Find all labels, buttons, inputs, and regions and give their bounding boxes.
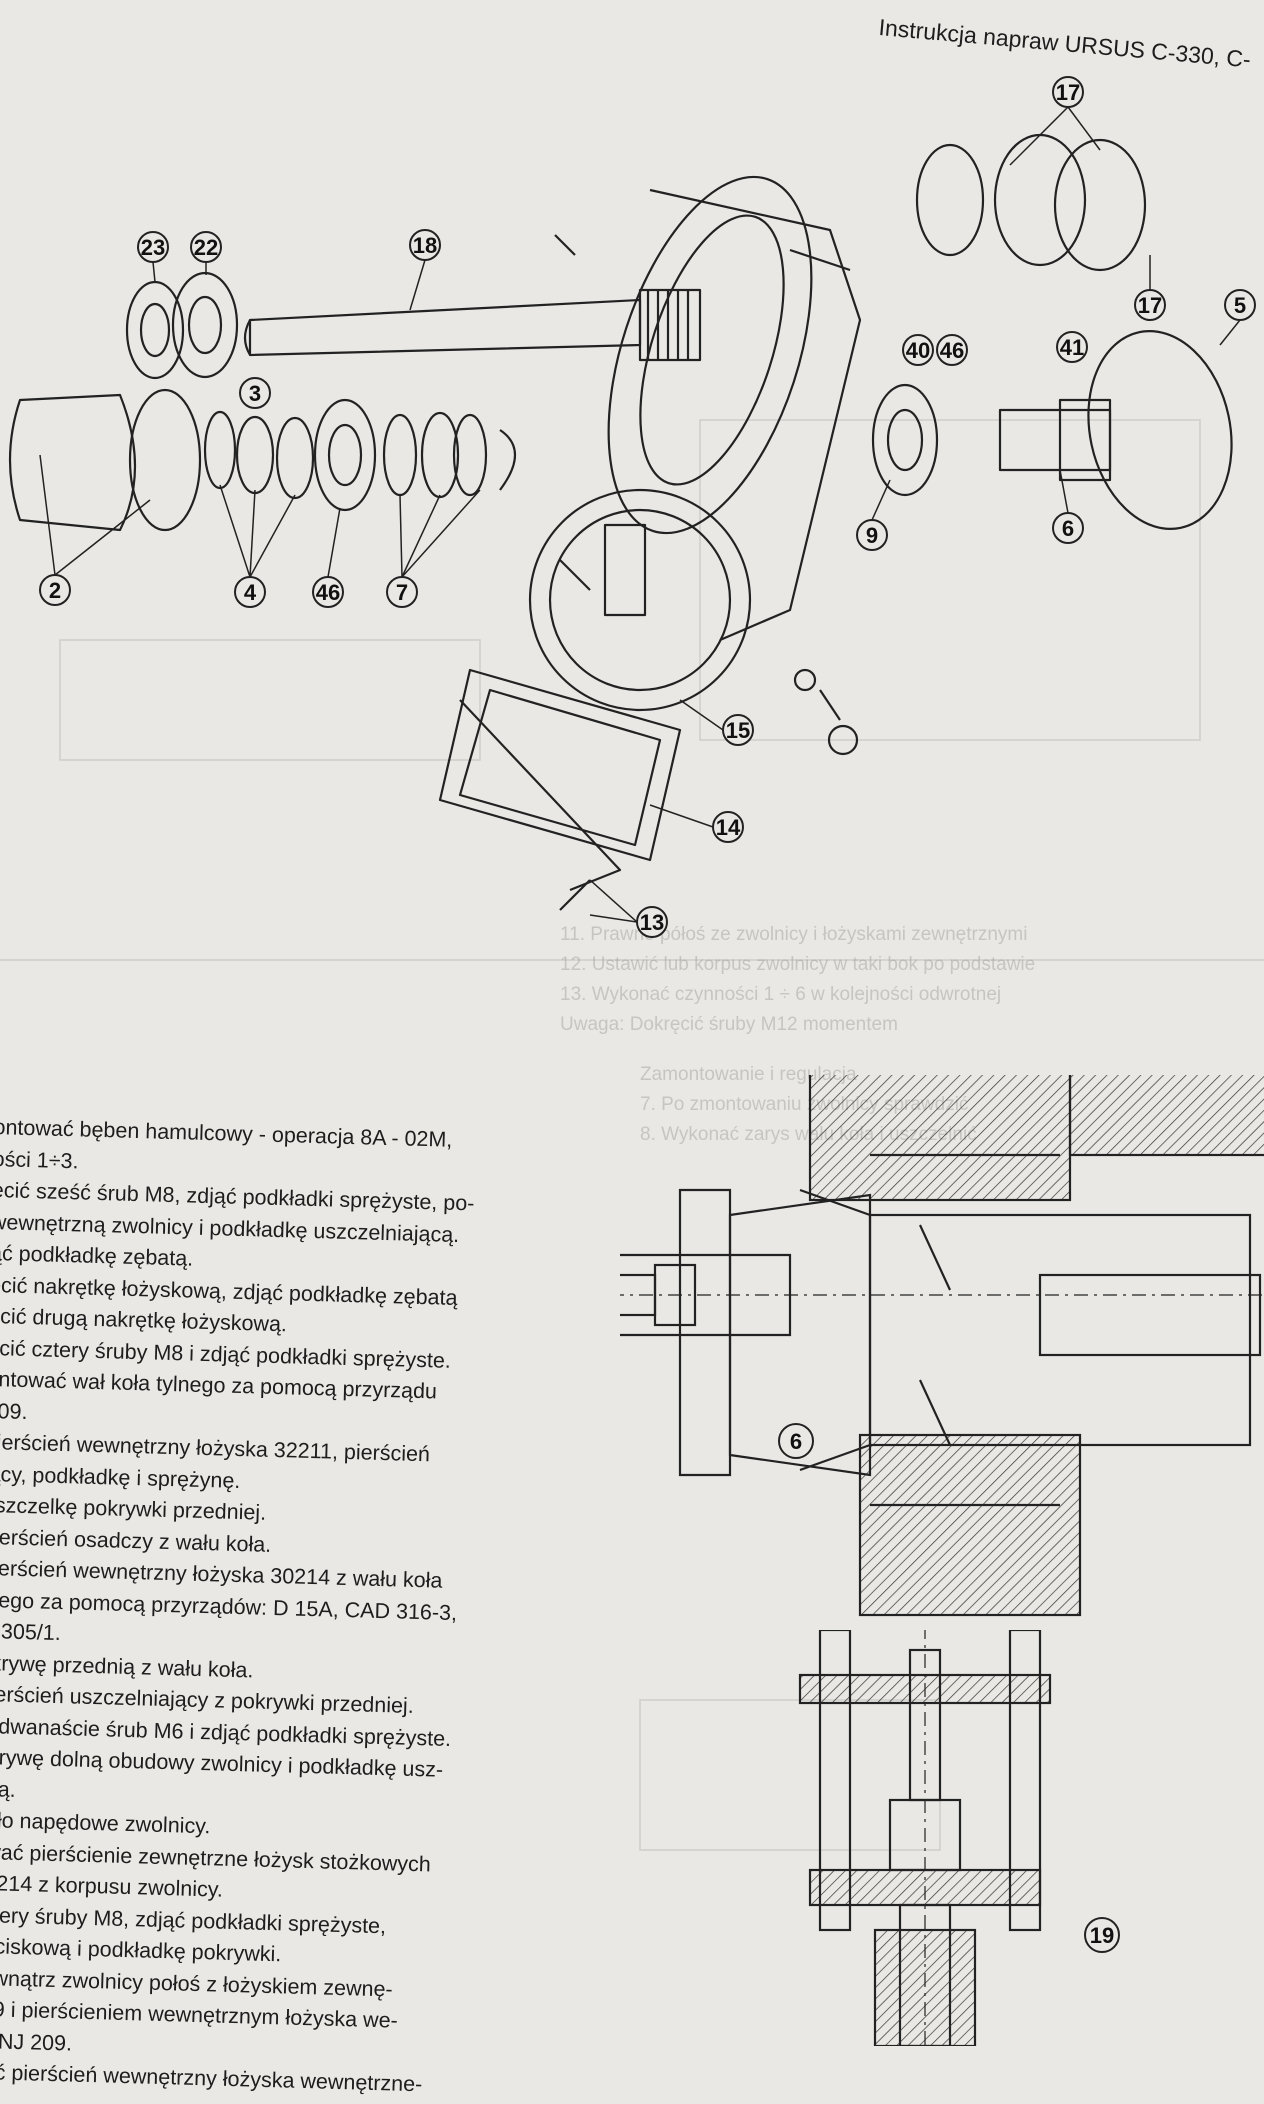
callout-3: 3 <box>249 381 261 406</box>
gear-15 <box>528 488 752 712</box>
callout-2: 2 <box>49 578 61 603</box>
callout-5: 5 <box>1234 293 1246 318</box>
section-callout-6: 6 <box>790 1429 802 1454</box>
output-shaft-6 <box>998 408 1112 472</box>
callout-22: 22 <box>194 235 218 260</box>
callout-40: 40 <box>906 338 930 363</box>
page-background <box>0 419 1264 1851</box>
callout-13: 13 <box>640 910 664 935</box>
callout-4: 4 <box>244 580 257 605</box>
callout-18: 18 <box>413 233 437 258</box>
puller-fixture-drawing: 19 <box>798 1630 1120 2046</box>
bleed-through-text: 11. Prawno półoś ze zwolnicy i łożyskami… <box>560 924 1036 1035</box>
callout-46b: 46 <box>316 580 340 605</box>
callout-6: 6 <box>1062 516 1074 541</box>
exploded-view-drawing: 17 17 5 23 22 18 40 46 41 3 2 4 46 7 9 6… <box>8 76 1256 938</box>
callout-41: 41 <box>1060 335 1084 360</box>
callout-17b: 17 <box>1138 293 1162 318</box>
callout-9: 9 <box>866 523 878 548</box>
callout-17a: 17 <box>1056 80 1080 105</box>
housing-flange <box>607 175 813 535</box>
puller-callout-19: 19 <box>1090 1923 1114 1948</box>
callout-7: 7 <box>396 580 408 605</box>
cover-14 <box>438 668 682 862</box>
callout-15: 15 <box>726 718 750 743</box>
callout-46a: 46 <box>940 338 964 363</box>
hub-2 <box>8 393 137 532</box>
callout-14: 14 <box>716 815 741 840</box>
cross-section-drawing: 6 <box>620 1075 1264 1617</box>
instruction-text-column: ontować bęben hamulcowy - operacja 8A - … <box>0 1112 554 2104</box>
callout-23: 23 <box>141 235 165 260</box>
shaft-18 <box>248 298 642 357</box>
